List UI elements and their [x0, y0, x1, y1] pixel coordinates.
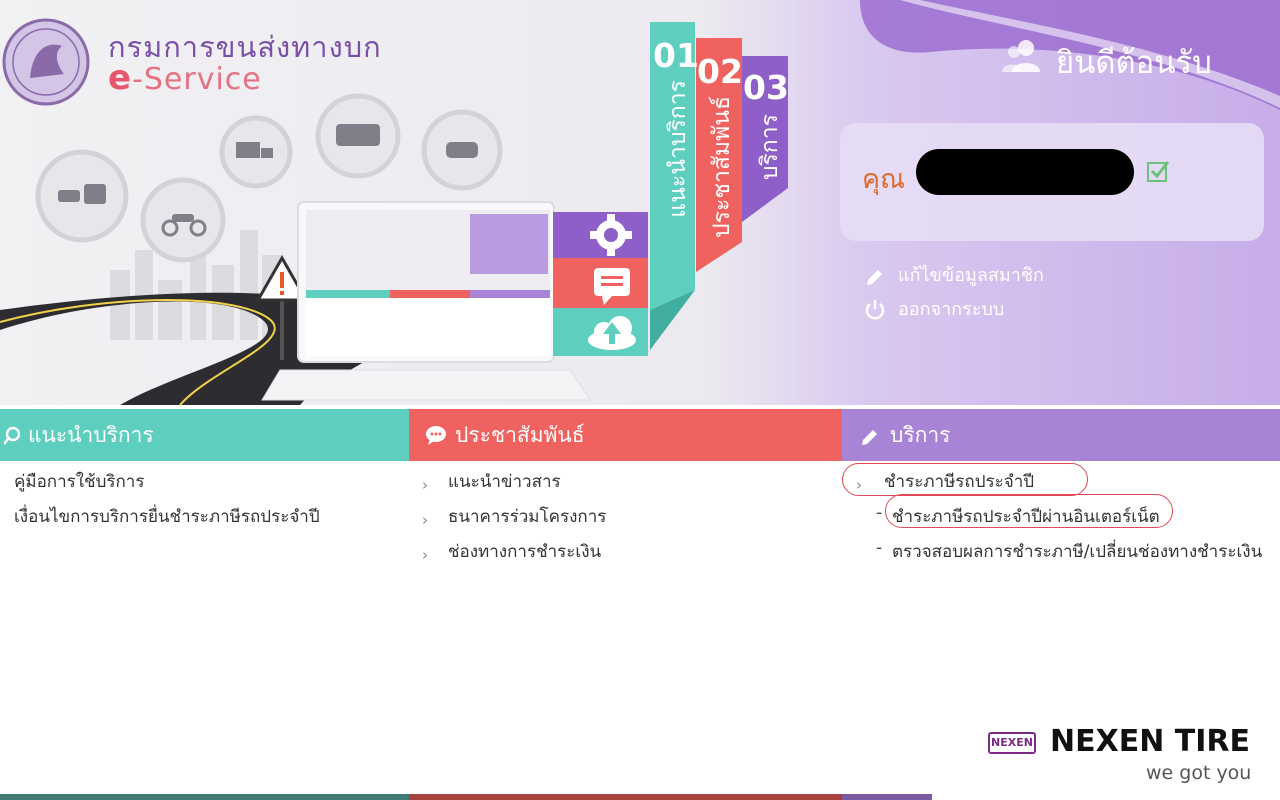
link-tax-payment-conditions[interactable]: เงื่อนไขการบริการยื่นชำระภาษีรถประจำปี [14, 507, 320, 527]
list-dash: - [876, 503, 883, 523]
link-payment-channels[interactable]: ช่องทางการชำระเงิน [448, 542, 602, 562]
link-check-payment-status[interactable]: ตรวจสอบผลการชำระภาษี/เปลี่ยนช่องทางชำระเ… [892, 542, 1263, 562]
nexen-brand-text: NEXEN TIRE [1050, 724, 1250, 759]
chevron-right-icon: › [856, 476, 862, 494]
section-header-public-relations: ประชาสัมพันธ์ [409, 409, 842, 461]
nexen-tagline: we got you [1146, 762, 1252, 784]
vehicle-circle-car [421, 109, 503, 191]
welcome-heading: ยินดีต้อนรับ [1056, 45, 1212, 81]
ribbon-02 [696, 38, 742, 272]
chevron-right-icon: › [422, 476, 428, 494]
ribbon-03 [742, 56, 788, 222]
laptop-illustration [261, 201, 591, 401]
edit-profile-link[interactable]: แก้ไขข้อมูลสมาชิก [864, 260, 1044, 289]
salutation-label: คุณ [862, 164, 906, 195]
hero-illustration [0, 0, 1280, 405]
users-icon [1002, 40, 1040, 72]
ribbon-01 [650, 22, 695, 310]
gear-icon [590, 214, 632, 256]
edit-profile-label: แก้ไขข้อมูลสมาชิก [898, 265, 1044, 286]
pencil-icon [867, 269, 882, 285]
section-header-service-guide: แนะนำบริการ [0, 409, 409, 461]
pencil-icon [862, 430, 877, 445]
chevron-right-icon: › [422, 511, 428, 529]
username-redacted [916, 149, 1134, 195]
vehicle-circle-car-bus [35, 149, 129, 243]
bottom-color-strip [0, 794, 1280, 800]
cloud-upload-icon [588, 316, 636, 350]
search-icon [4, 426, 20, 445]
ribbon-03-label[interactable]: บริการ [757, 114, 783, 181]
link-news[interactable]: แนะนำข่าวสาร [448, 472, 561, 492]
verified-check-icon [1147, 161, 1170, 182]
annotation-circle [885, 494, 1173, 528]
speech-bubble-icon [426, 426, 446, 445]
warning-sign-icon [255, 254, 309, 360]
dlt-seal-logo [2, 18, 90, 106]
user-card: คุณ [840, 123, 1264, 241]
chevron-right-icon: › [422, 546, 428, 564]
vehicle-circle-motorcycle [140, 177, 226, 263]
section-title: ประชาสัมพันธ์ [455, 422, 585, 447]
ribbon-02-number: 02 [697, 52, 743, 91]
annotation-circle [842, 463, 1088, 496]
vehicle-circle-bus [315, 93, 401, 179]
link-partner-banks[interactable]: ธนาคารร่วมโครงการ [448, 507, 607, 527]
section-title: แนะนำบริการ [28, 422, 154, 447]
link-annual-tax-online[interactable]: ชำระภาษีรถประจำปีผ่านอินเตอร์เน็ต [892, 507, 1160, 527]
ribbon-01-label[interactable]: แนะนำบริการ [665, 80, 691, 218]
ribbon-01-number: 01 [653, 36, 699, 75]
department-title: กรมการขนส่งทางบก [108, 30, 382, 64]
power-icon [865, 299, 885, 319]
logout-label: ออกจากระบบ [898, 299, 1005, 320]
link-user-manual[interactable]: คู่มือการใช้บริการ [14, 472, 145, 492]
logout-link[interactable]: ออกจากระบบ [864, 294, 1004, 323]
list-dash: - [876, 538, 883, 558]
link-annual-vehicle-tax[interactable]: ชำระภาษีรถประจำปี [884, 472, 1035, 492]
vehicle-circle-truck [219, 115, 293, 189]
nexen-logo-box: NEXEN [988, 732, 1036, 754]
section-title: บริการ [890, 422, 951, 447]
chat-icon [594, 268, 630, 305]
eservice-logo-text: e-Service [108, 58, 262, 98]
section-header-services: บริการ [842, 409, 1280, 461]
hero-banner: กรมการขนส่งทางบก e-Service 01 แนะนำบริกา… [0, 0, 1280, 405]
ribbon-02-label[interactable]: ประชาสัมพันธ์ [709, 96, 735, 238]
ribbon-03-number: 03 [743, 68, 789, 107]
